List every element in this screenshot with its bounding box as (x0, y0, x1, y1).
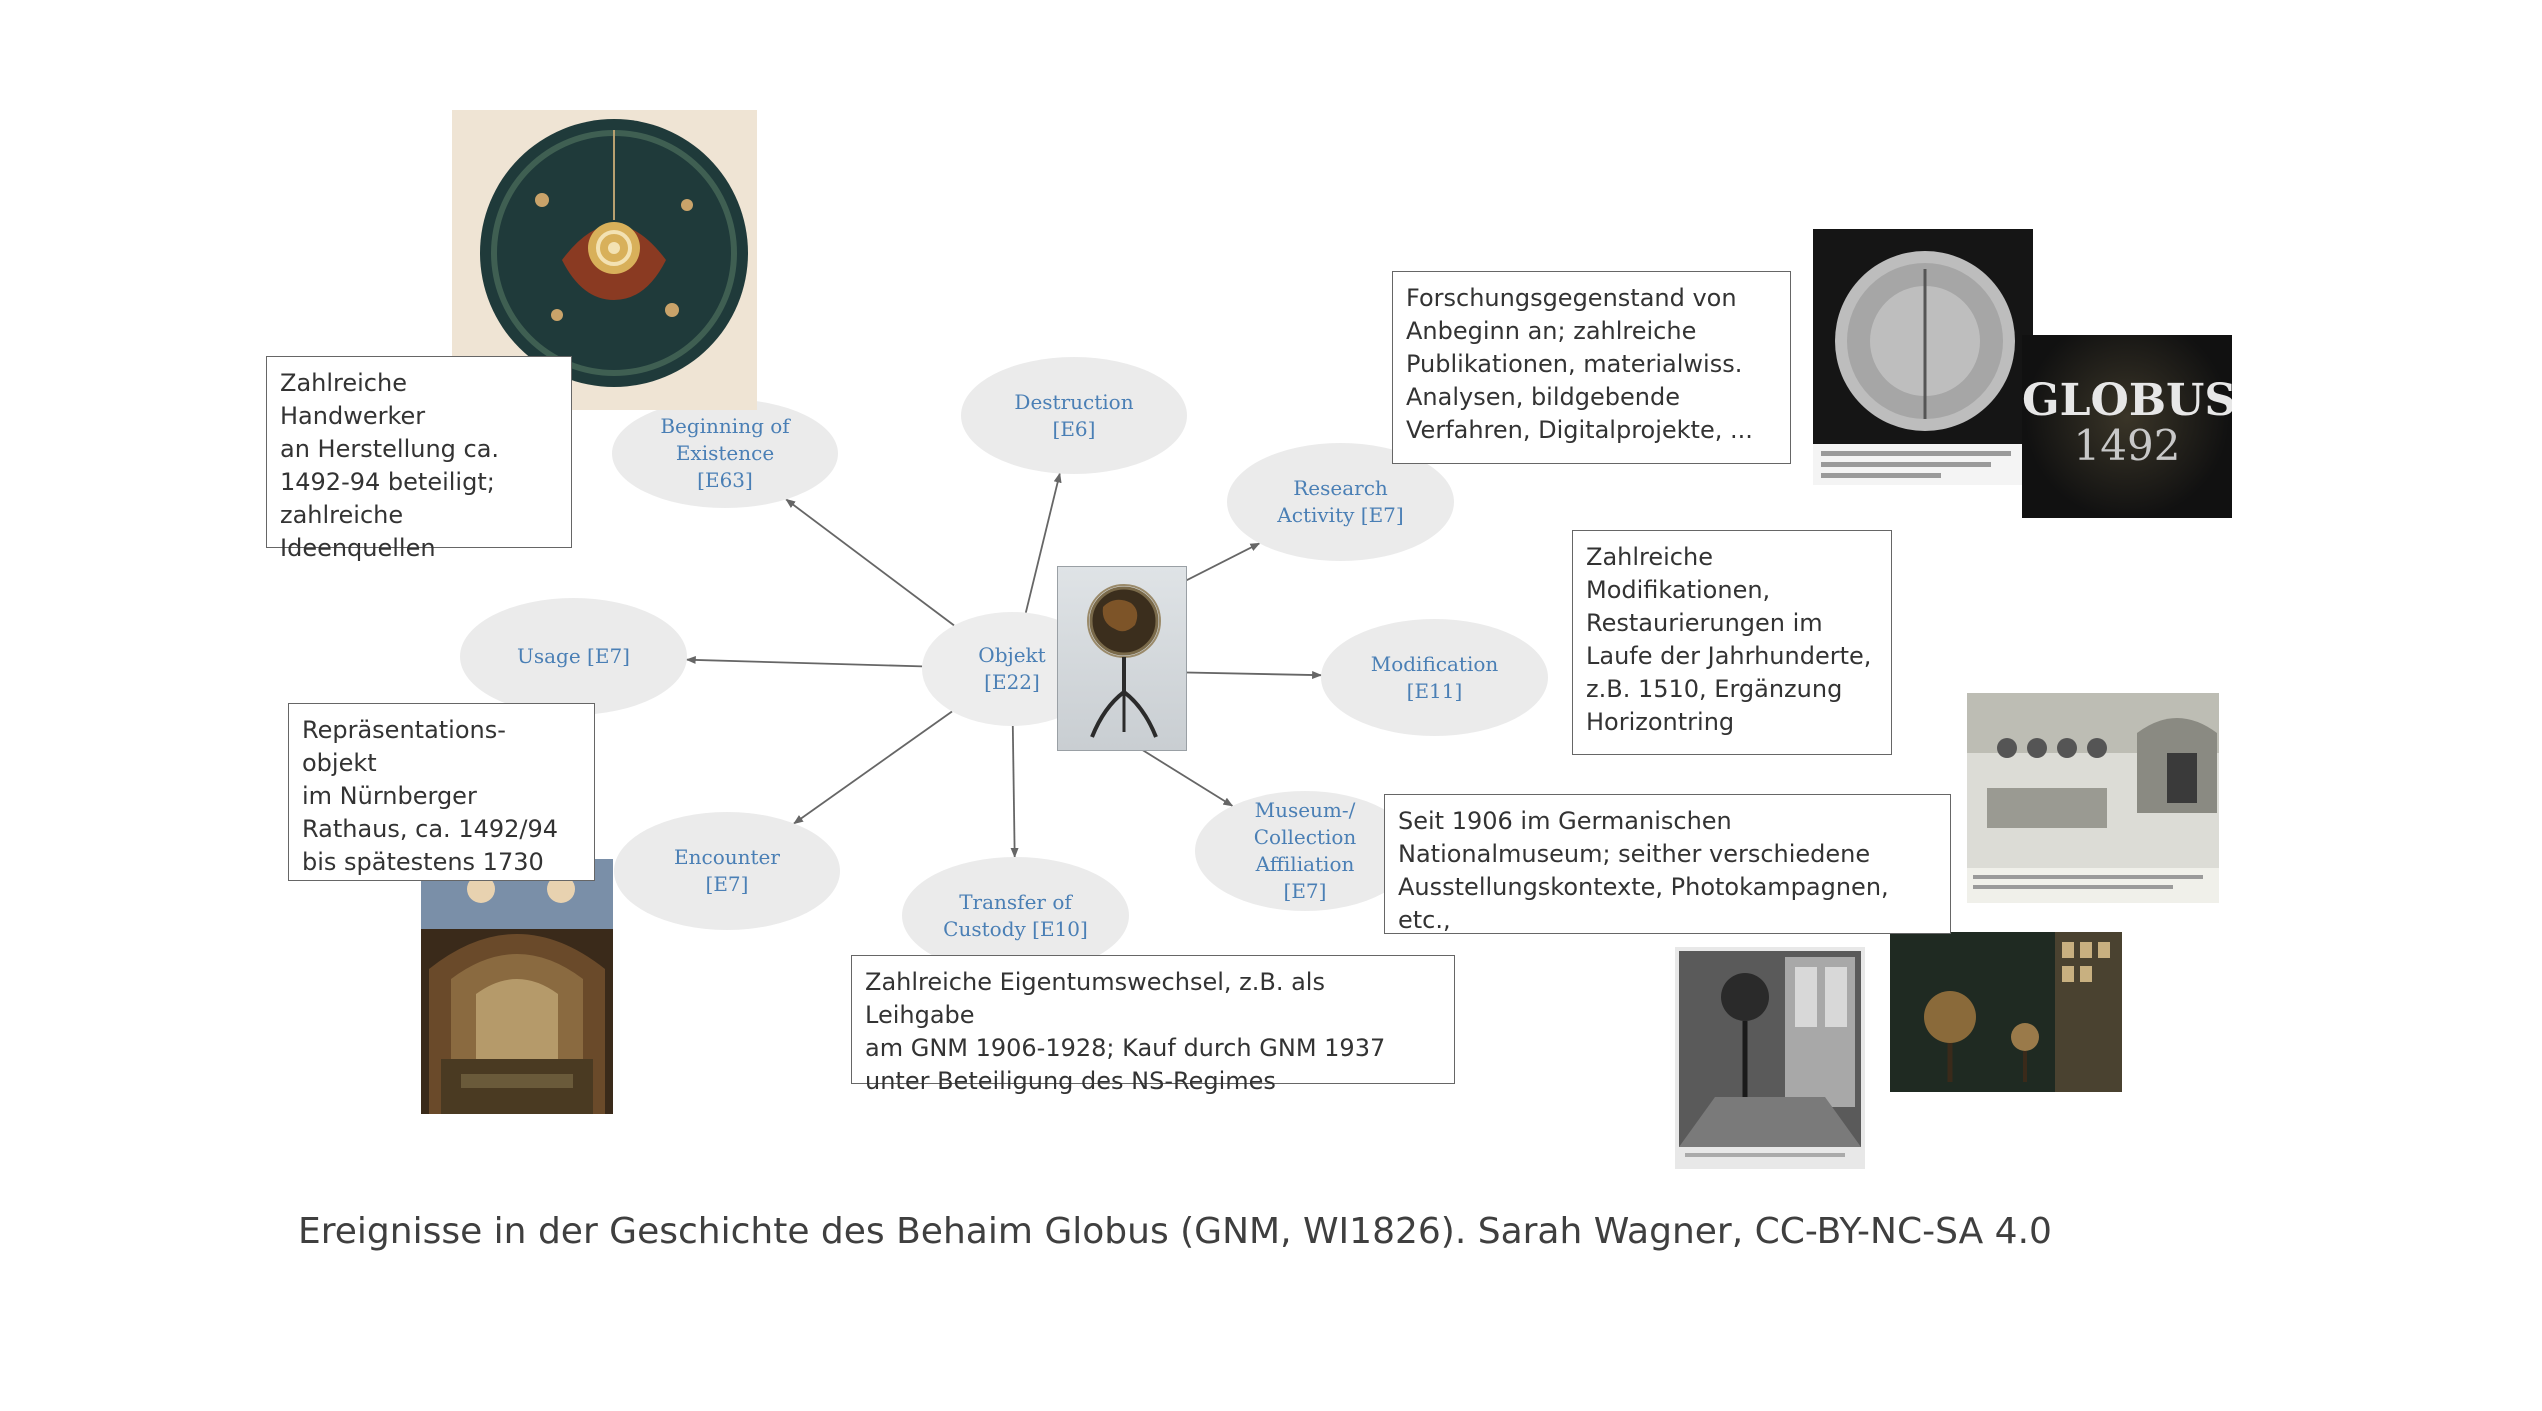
poster-year: 1492 (2073, 421, 2181, 470)
nuremberg-town-hall-painting-image (421, 859, 613, 1114)
node-beginning-of-existence: Beginning of Existence [E63] (612, 399, 838, 508)
painted-globe-ceiling-image (452, 110, 757, 410)
node-museum-collection-affiliation: Museum-/ Collection Affiliation [E7] (1195, 791, 1415, 911)
node-transfer-of-custody: Transfer of Custody [E10] (902, 857, 1129, 974)
node-encounter: Encounter [E7] (614, 812, 840, 930)
edge-objekt-to-destruction (1024, 472, 1062, 613)
note-modification: Zahlreiche Modifikationen, Restaurierung… (1572, 530, 1892, 755)
globe-image (1057, 566, 1187, 751)
node-modification: Modification [E11] (1321, 619, 1548, 736)
edge-objekt-to-encounter (793, 710, 953, 825)
edge-objekt-to-beginning (785, 498, 955, 627)
note-transfer-of-custody: Zahlreiche Eigentumswechsel, z.B. als Le… (851, 955, 1455, 1095)
globus-1492-poster-image: GLOBUS 1492 (2022, 335, 2232, 518)
exhibition-color-photo (1890, 932, 2122, 1092)
edge-objekt-to-usage (685, 655, 923, 668)
ct-scan-image (1813, 229, 2033, 485)
poster-title: GLOBUS (2022, 375, 2232, 426)
note-beginning-of-existence: Zahlreiche Handwerker an Herstellung ca.… (266, 356, 572, 562)
historic-museum-hall-photo (1967, 693, 2219, 903)
note-research-activity: Forschungsgegenstand von Anbeginn an; za… (1392, 271, 1791, 464)
corridor-bw-photo (1675, 947, 1865, 1169)
note-museum-collection-affiliation: Seit 1906 im Germanischen Nationalmuseum… (1384, 794, 1951, 934)
node-destruction: Destruction [E6] (961, 357, 1187, 474)
note-usage: Repräsentations- objekt im Nürnberger Ra… (288, 703, 595, 881)
slide-caption: Ereignisse in der Geschichte des Behaim … (298, 1211, 2052, 1252)
edge-objekt-to-transfer (1010, 725, 1019, 858)
node-usage: Usage [E7] (460, 598, 687, 715)
